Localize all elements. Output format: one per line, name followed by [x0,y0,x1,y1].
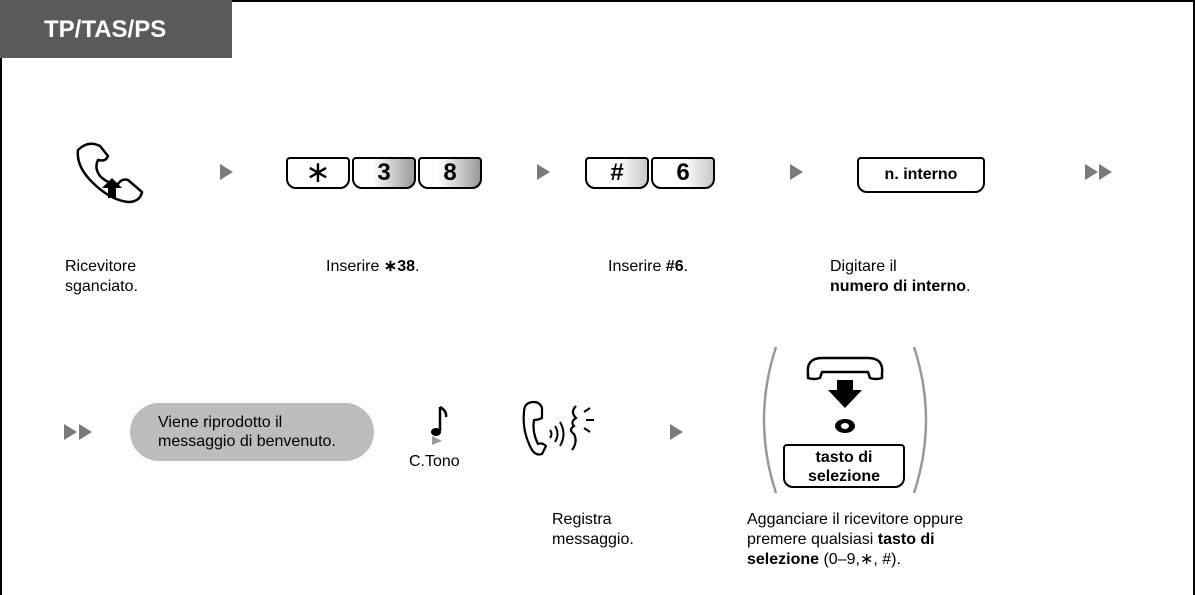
frame-border-right [1193,0,1195,595]
key-6: 6 [651,157,715,189]
off-hook-handset-icon [76,142,144,204]
key-8: 8 [418,157,482,189]
extension-number-key: n. interno [857,157,985,193]
left-parenthesis [762,346,778,494]
frame-border-left [0,0,2,595]
step-arrow-2 [537,164,550,180]
right-parenthesis [912,346,928,494]
selection-key: tasto di selezione [783,444,905,488]
step7-caption: Registra messaggio. [552,511,634,548]
step-arrow-3 [790,164,803,180]
tone-label: C.Tono [409,453,460,470]
step1-caption: Ricevitore sganciato. [65,258,138,295]
on-hook-handset-icon [806,356,884,408]
key-star: ∗ [286,157,350,189]
step8-caption: Agganciare il ricevitore oppure premere … [747,511,964,568]
tone-note-icon [431,405,448,445]
continue-arrow-d [79,424,92,440]
header-tab: TP/TAS/PS [0,0,232,58]
greeting-message-pill: Viene riprodotto il messaggio di benvenu… [130,403,374,461]
recording-speech-icon [522,400,594,456]
frame-border-top [0,0,1195,2]
continue-arrow-a [1085,164,1098,180]
continue-arrow-c [64,424,77,440]
key-hash: # [585,157,649,189]
step3-caption: Inserire #6. [608,258,689,275]
continue-arrow-b [1099,164,1112,180]
step-arrow-1 [220,164,233,180]
step4-caption: Digitare il numero di interno. [830,258,971,295]
step-arrow-4 [670,424,683,440]
key-3: 3 [352,157,416,189]
step2-caption: Inserire ∗38. [326,258,420,275]
or-separator-icon [835,419,855,433]
